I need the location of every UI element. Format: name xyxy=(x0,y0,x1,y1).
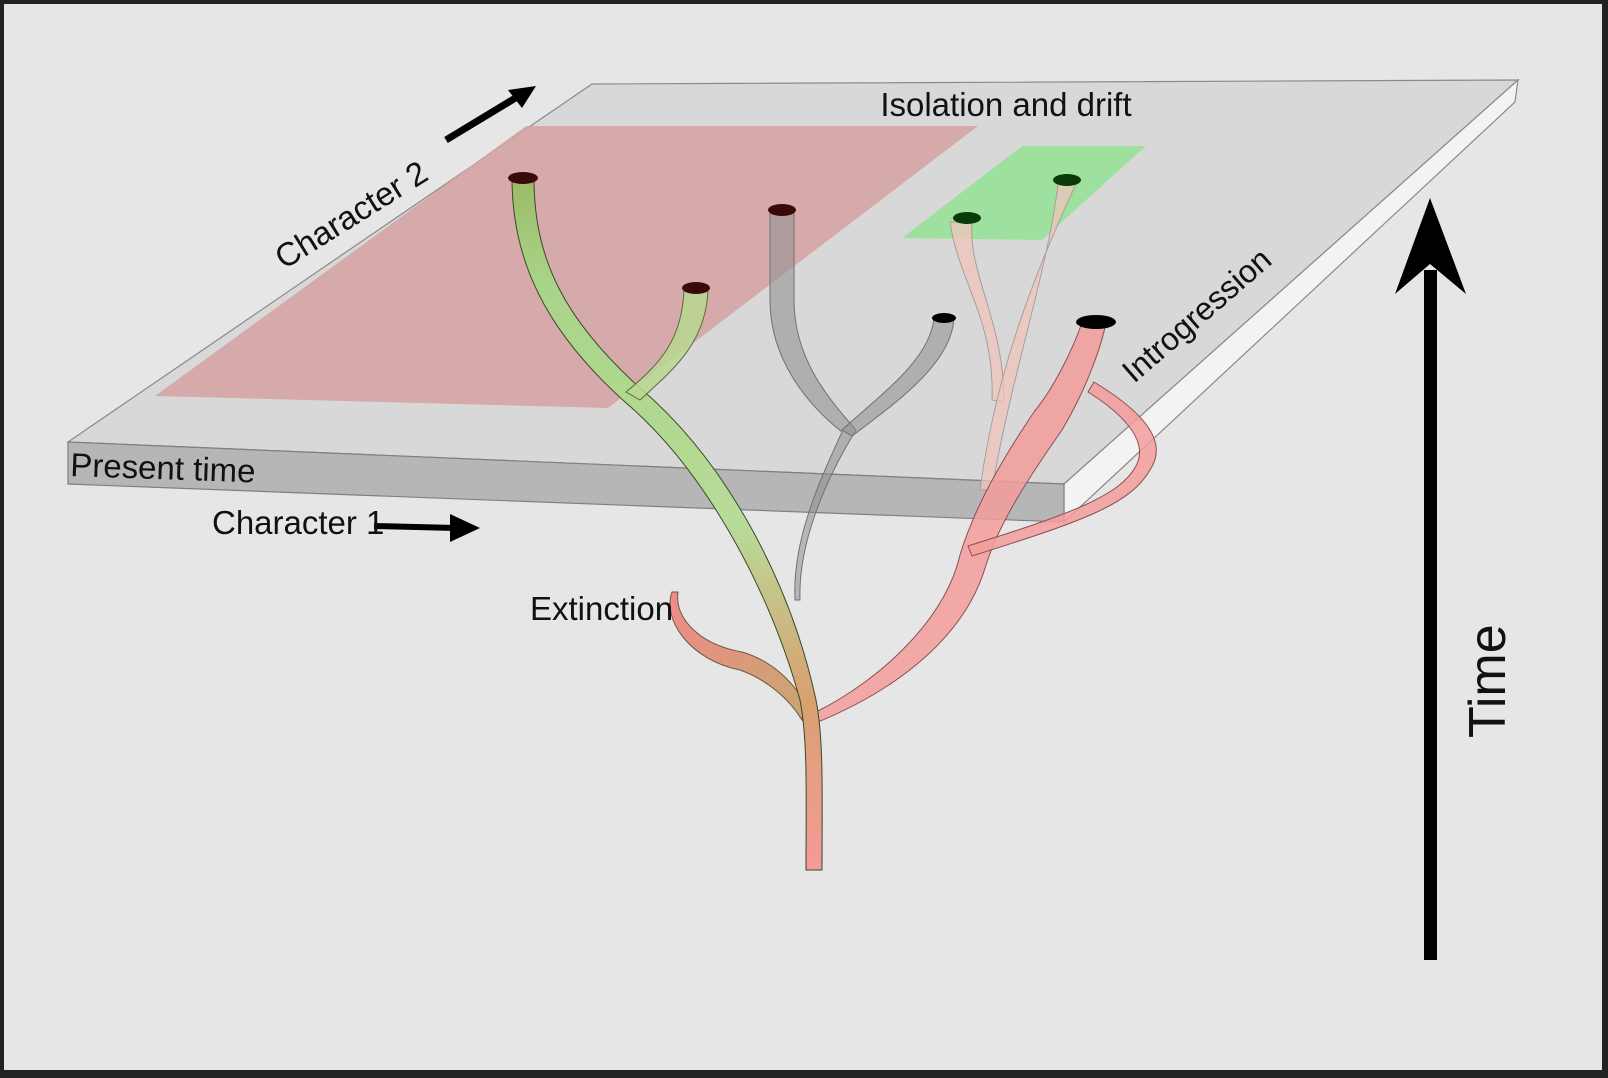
red-character-region xyxy=(155,126,978,408)
tip-grey-right xyxy=(932,313,956,323)
time-label: Time xyxy=(1459,624,1517,738)
tip-main-trunk xyxy=(508,172,538,184)
tip-green-side xyxy=(682,282,710,294)
character-1-label: Character 1 xyxy=(212,504,384,541)
branch-isolated-right xyxy=(979,183,1077,491)
present-time-label: Present time xyxy=(70,446,256,489)
phylogeny-tree xyxy=(508,172,1157,871)
isolation-drift-label: Isolation and drift xyxy=(880,86,1131,123)
branch-grey-side xyxy=(841,317,955,437)
tip-isolated-right xyxy=(1053,174,1081,186)
character-1-arrow xyxy=(373,514,480,542)
branch-grey-main xyxy=(769,209,857,601)
time-arrow xyxy=(1395,198,1466,960)
tip-grey-left xyxy=(768,204,796,216)
branch-green-side xyxy=(625,289,709,401)
extinction-label: Extinction xyxy=(530,590,673,627)
tip-isolated-left xyxy=(953,212,981,224)
branch-introgression xyxy=(967,381,1157,557)
character-2-arrow xyxy=(444,86,536,143)
tip-red-right xyxy=(1076,315,1116,329)
